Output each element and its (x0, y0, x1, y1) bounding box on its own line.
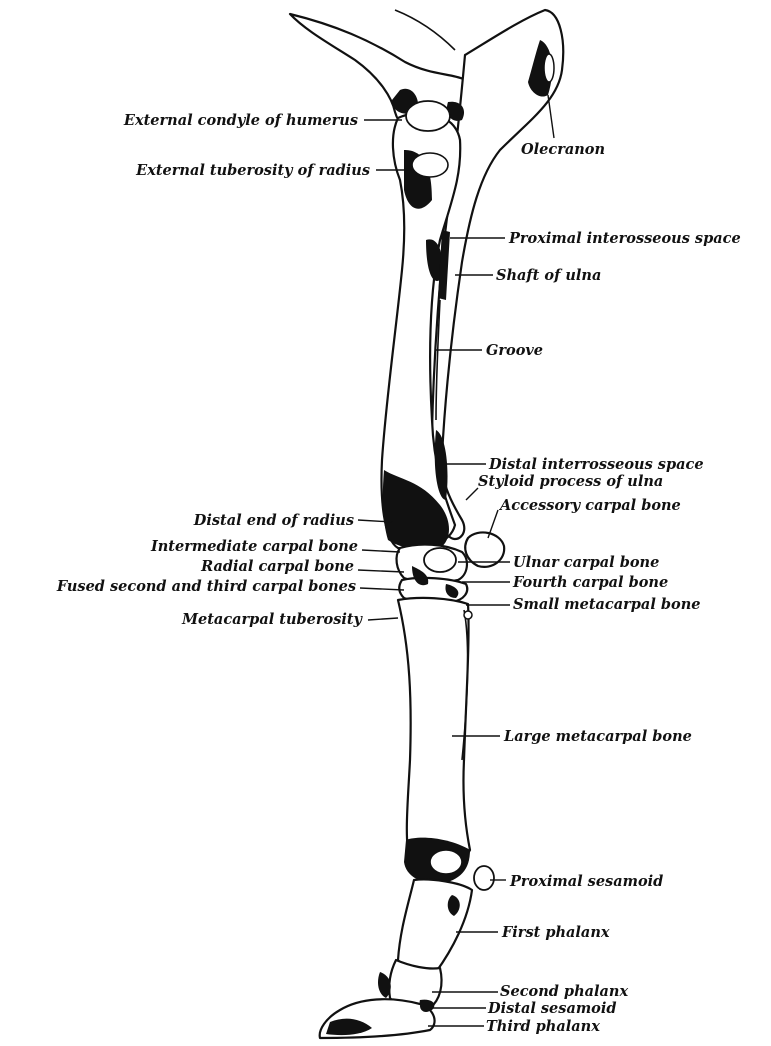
ulnar-carpal (424, 548, 456, 572)
condyle-highlight (406, 101, 450, 131)
label-accessory-carpal-bone: Accessory carpal bone (498, 497, 681, 514)
leader-olecranon (548, 95, 554, 138)
label-metacarpal-tuberosity: Metacarpal tuberosity (181, 611, 364, 628)
label-fourth-carpal-bone: Fourth carpal bone (512, 574, 668, 591)
leader-styloid (466, 488, 478, 500)
label-proximal-sesamoid: Proximal sesamoid (509, 873, 663, 890)
label-intermediate-carpal-bone: Intermediate carpal bone (150, 538, 358, 555)
label-olecranon: Olecranon (521, 141, 605, 158)
label-fused-second-and-third-carpal-bones: Fused second and third carpal bones (56, 578, 356, 595)
radial-tuberosity-highlight (412, 153, 448, 177)
label-distal-sesamoid: Distal sesamoid (487, 1000, 617, 1017)
large-metacarpal-bone (398, 598, 470, 868)
label-styloid-process-of-ulna: Styloid process of ulna (478, 473, 663, 490)
fetlock-highlight (430, 850, 462, 874)
proximal-sesamoid (474, 866, 494, 890)
leader-radial-carpal (358, 570, 404, 572)
label-third-phalanx: Third phalanx (486, 1018, 600, 1035)
label-distal-interrosseous-space: Distal interrosseous space (488, 456, 704, 473)
label-distal-end-of-radius: Distal end of radius (193, 512, 354, 529)
label-second-phalanx: Second phalanx (500, 983, 628, 1000)
label-small-metacarpal-bone: Small metacarpal bone (513, 596, 700, 613)
label-ulnar-carpal-bone: Ulnar carpal bone (513, 554, 659, 571)
label-first-phalanx: First phalanx (501, 924, 610, 941)
label-groove: Groove (486, 342, 543, 359)
label-radial-carpal-bone: Radial carpal bone (200, 558, 354, 575)
distal-sesamoid (420, 1000, 432, 1012)
leader-metacarpal-tuberosity (368, 618, 398, 620)
first-phalanx (398, 879, 472, 973)
label-proximal-interosseous-space: Proximal interosseous space (508, 230, 741, 247)
leader-fused-carpal (360, 588, 404, 590)
labels: External condyle of humerus External tub… (56, 112, 741, 1035)
label-external-condyle-of-humerus: External condyle of humerus (123, 112, 358, 129)
olecranon-notch (544, 54, 554, 82)
leader-intermediate-carpal (362, 550, 400, 552)
small-metacarpal-button (464, 611, 472, 619)
label-large-metacarpal-bone: Large metacarpal bone (503, 728, 692, 745)
label-external-tuberosity-of-radius: External tuberosity of radius (135, 162, 370, 179)
humerus-line (395, 10, 455, 50)
label-shaft-of-ulna: Shaft of ulna (496, 267, 601, 284)
